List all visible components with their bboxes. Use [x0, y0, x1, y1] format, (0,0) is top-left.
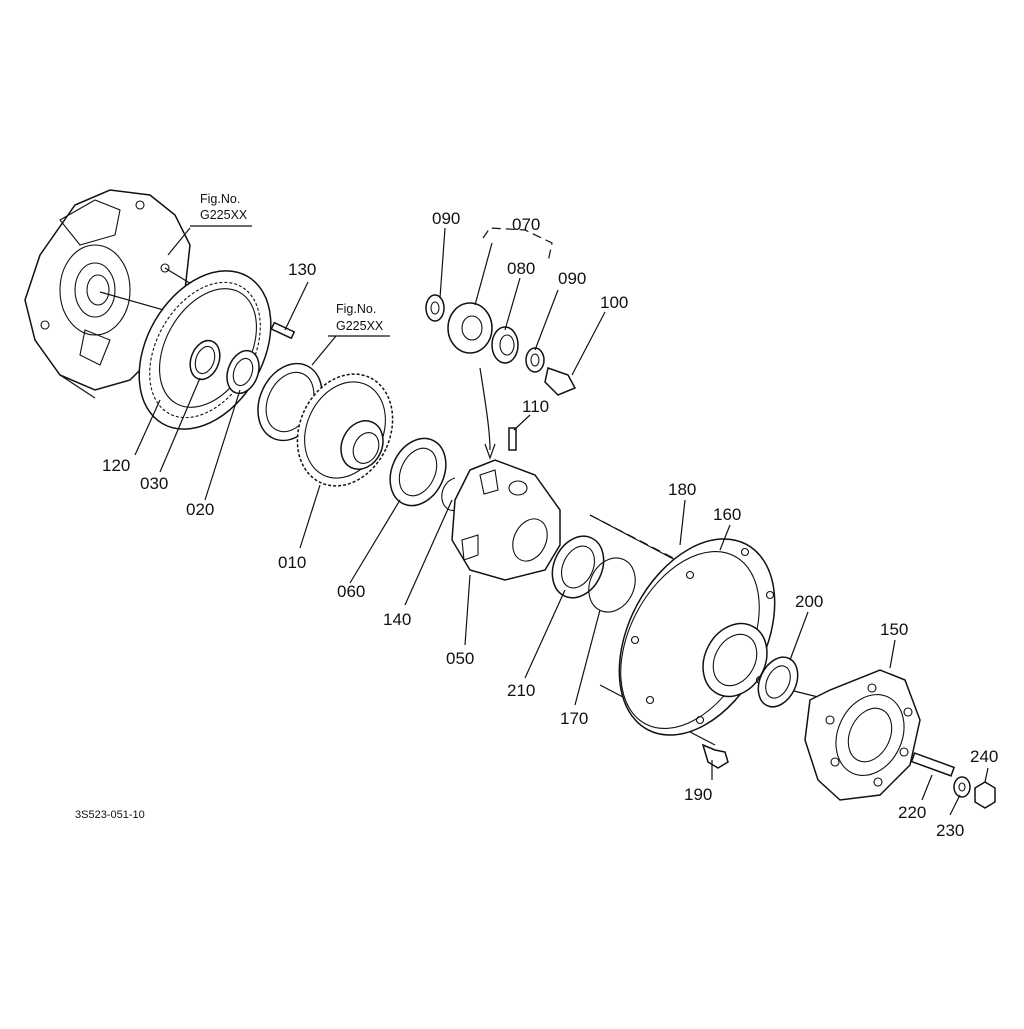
figure-reference-left: Fig.No. G225XX: [190, 192, 252, 227]
drawing-code: 3S523-051-10: [75, 809, 145, 821]
ref-left-line1: Fig.No.: [200, 192, 240, 206]
label-220: 220: [898, 803, 926, 822]
label-050: 050: [446, 649, 474, 668]
label-120: 120: [102, 456, 130, 475]
cover-160: [618, 538, 776, 736]
nut-240: [974, 781, 996, 809]
bearing-060: [389, 437, 447, 507]
label-060: 060: [337, 582, 365, 601]
flange-150: [804, 669, 921, 801]
label-180: 180: [668, 480, 696, 499]
pin-130: [270, 321, 296, 340]
label-090b: 090: [558, 269, 586, 288]
stud-220: [910, 752, 956, 777]
label-090a: 090: [432, 209, 460, 228]
planet-gear-group: [425, 294, 577, 460]
bolt-190: [701, 743, 729, 769]
label-010: 010: [278, 553, 306, 572]
bearing-210: [551, 535, 605, 599]
part-labels: 130 090 070 080 090 100 110 120 030 020 …: [102, 209, 998, 840]
bearing-020: [226, 349, 260, 395]
label-160: 160: [713, 505, 741, 524]
gear-010: [296, 373, 394, 487]
ref-left-line2: G225XX: [200, 208, 248, 222]
label-230: 230: [936, 821, 964, 840]
label-100: 100: [600, 293, 628, 312]
figure-reference-mid: Fig.No. G225XX: [328, 302, 390, 337]
label-150: 150: [880, 620, 908, 639]
ring-030: [189, 339, 221, 381]
callout-leaders: [134, 227, 989, 816]
label-210: 210: [507, 681, 535, 700]
label-140: 140: [383, 610, 411, 629]
seal-200: [757, 656, 799, 708]
ref-mid-line2: G225XX: [336, 319, 384, 333]
label-030: 030: [140, 474, 168, 493]
label-170: 170: [560, 709, 588, 728]
label-080: 080: [507, 259, 535, 278]
label-070: 070: [512, 215, 540, 234]
label-200: 200: [795, 592, 823, 611]
ref-mid-line1: Fig.No.: [336, 302, 376, 316]
pin-110: [508, 427, 517, 451]
label-110: 110: [522, 397, 549, 416]
label-130: 130: [288, 260, 316, 279]
label-020: 020: [186, 500, 214, 519]
label-190: 190: [684, 785, 712, 804]
carrier-050: [451, 459, 561, 581]
washer-230: [953, 776, 971, 798]
label-240: 240: [970, 747, 998, 766]
